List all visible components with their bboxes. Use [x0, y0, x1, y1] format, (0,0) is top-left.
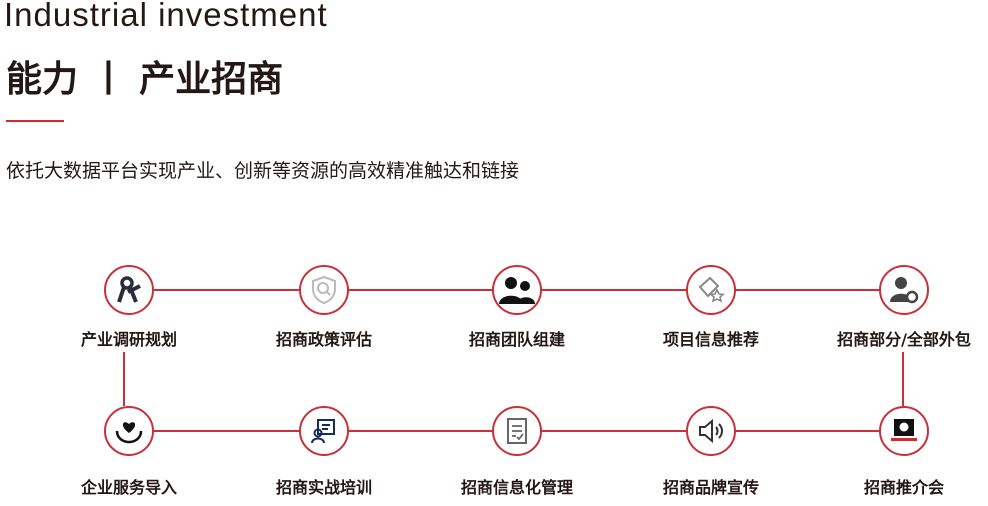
service-node-row1-3	[686, 265, 736, 315]
tag-star-icon	[696, 275, 726, 305]
presentation-laptop-icon	[889, 417, 919, 445]
compass-icon	[116, 275, 142, 305]
service-label: 招商团队组建	[468, 330, 565, 349]
service-node-row2-1	[299, 406, 349, 456]
service-node-row2-0	[104, 406, 154, 456]
service-node-row1-2	[492, 265, 542, 315]
service-label: 招商品牌宣传	[662, 478, 759, 497]
service-node-row1-0	[104, 265, 154, 315]
service-node-row2-4	[879, 406, 929, 456]
connector-left	[123, 352, 125, 406]
english-title: Industrial investment	[4, 0, 328, 33]
training-board-icon	[310, 417, 338, 445]
shield-search-icon	[310, 275, 338, 305]
connector-right	[902, 352, 904, 406]
service-node-row2-3	[686, 406, 736, 456]
user-gear-icon	[889, 275, 919, 305]
hand-heart-icon	[114, 417, 144, 445]
service-node-row1-1	[299, 265, 349, 315]
subtitle: 依托大数据平台实现产业、创新等资源的高效精准触达和链接	[6, 160, 520, 182]
document-check-icon	[505, 417, 529, 445]
service-node-row1-4	[879, 265, 929, 315]
service-label: 企业服务导入	[80, 478, 177, 497]
service-label: 招商政策评估	[275, 330, 372, 349]
service-label: 产业调研规划	[80, 330, 177, 349]
service-node-row2-2	[492, 406, 542, 456]
page-title: 能力 丨 产业招商	[6, 59, 284, 100]
service-label: 招商部分/全部外包	[837, 330, 971, 349]
service-label: 招商推介会	[863, 478, 944, 497]
service-label: 招商实战培训	[275, 478, 372, 497]
speaker-icon	[697, 417, 725, 445]
title-divider	[6, 120, 64, 122]
service-label: 招商信息化管理	[460, 478, 573, 497]
team-icon	[497, 275, 537, 305]
service-label: 项目信息推荐	[662, 330, 759, 349]
